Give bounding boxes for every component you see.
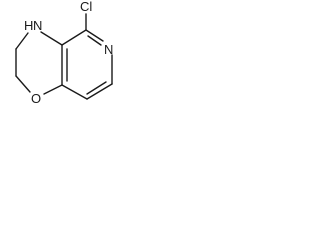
bond-c4a-c5 [61, 29, 87, 46]
bond-c8-c8a [61, 84, 88, 100]
chemical-structure-diagram: Cl H N N O [0, 0, 150, 138]
bond-c5-n [85, 29, 104, 42]
bond-c7-c8-inner [86, 81, 107, 95]
atom-label-nh-nitrogen: N [33, 18, 42, 33]
bond-c7-c8 [86, 83, 113, 100]
molecule-drawing: Cl H N N O [15, 0, 113, 106]
bond-nh-ch2 [15, 32, 29, 50]
atom-label-pyridine-nitrogen: N [104, 42, 113, 57]
bond-nh-c4a [40, 31, 63, 46]
atom-label-nh-hydrogen: H [24, 18, 33, 33]
bond-c5-n-inner [87, 35, 102, 46]
bond-o-c8a [43, 84, 63, 95]
atom-label-cl: Cl [80, 0, 92, 14]
bond-ch2-o [15, 75, 31, 93]
atom-label-oxygen: O [31, 91, 41, 106]
